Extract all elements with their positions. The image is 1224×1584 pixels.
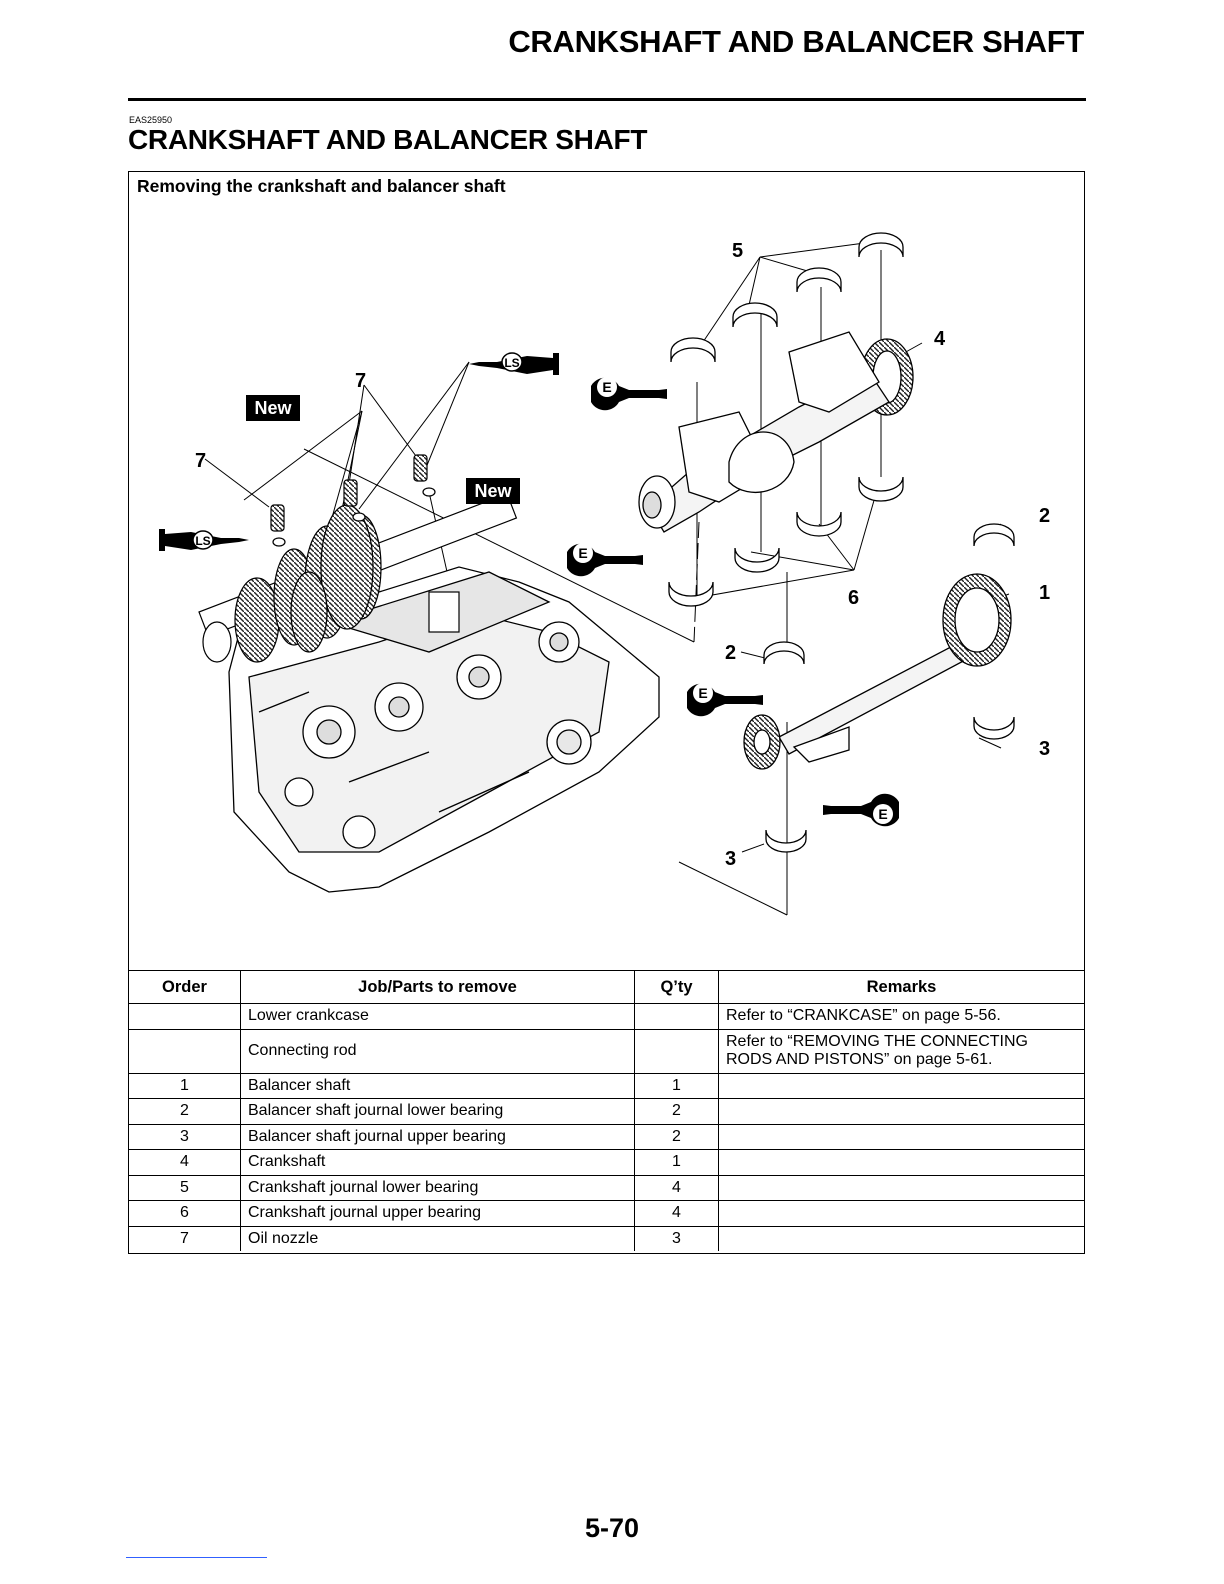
order-cell <box>129 1003 241 1030</box>
qty-cell: 3 <box>634 1225 719 1251</box>
remarks-cell: Refer to “REMOVING THE CONNECTING RODS A… <box>718 1028 1084 1074</box>
order-cell <box>129 1028 241 1074</box>
table-row: 7 Oil nozzle 3 <box>129 1225 1084 1251</box>
balancer-shaft-illustration <box>743 573 1012 770</box>
new-label: New <box>474 481 512 501</box>
qty-cell: 4 <box>634 1174 719 1201</box>
e-label: E <box>602 379 611 395</box>
qty-cell: 2 <box>634 1123 719 1150</box>
table-row: Connecting rod Refer to “REMOVING THE CO… <box>129 1028 1084 1074</box>
order-cell: 3 <box>129 1123 241 1150</box>
section-title: CRANKSHAFT AND BALANCER SHAFT <box>128 124 648 155</box>
remarks-cell <box>718 1225 1084 1251</box>
table-row: Lower crankcase Refer to “CRANKCASE” on … <box>129 1003 1084 1030</box>
order-cell: 5 <box>129 1174 241 1201</box>
table-row: 4 Crankshaft 1 <box>129 1149 1084 1176</box>
table-row: 2 Balancer shaft journal lower bearing 2 <box>129 1098 1084 1125</box>
order-cell: 4 <box>129 1149 241 1176</box>
callout-7: 7 <box>195 450 206 472</box>
qty-cell: 2 <box>634 1098 719 1125</box>
order-cell: 7 <box>129 1225 241 1251</box>
part-cell: Balancer shaft journal lower bearing <box>240 1098 635 1125</box>
callout-6: 6 <box>848 587 859 609</box>
part-cell: Crankshaft <box>240 1149 635 1176</box>
callout-7: 7 <box>355 370 366 392</box>
part-cell: Balancer shaft <box>240 1072 635 1099</box>
ls-label: LS <box>504 356 519 370</box>
qty-cell <box>634 1028 719 1074</box>
remarks-cell <box>718 1149 1084 1176</box>
table-row: 6 Crankshaft journal upper bearing 4 <box>129 1200 1084 1227</box>
callout-numbers: 1 2 2 3 3 4 5 6 7 7 <box>195 240 1050 870</box>
procedure-box: Removing the crankshaft and balancer sha… <box>128 171 1085 1254</box>
e-label: E <box>698 685 707 701</box>
callout-1: 1 <box>1039 582 1050 604</box>
section-code: EAS25950 <box>129 115 173 125</box>
order-cell: 1 <box>129 1072 241 1099</box>
procedure-heading: Removing the crankshaft and balancer sha… <box>137 176 506 196</box>
oil-nozzle-illustrations <box>270 454 436 547</box>
footer-link-rule <box>126 1557 267 1558</box>
column-header-remarks: Remarks <box>718 970 1084 1004</box>
part-cell: Lower crankcase <box>240 1003 635 1030</box>
engine-oil-symbol-4: E <box>823 793 899 827</box>
remarks-cell <box>718 1123 1084 1150</box>
engine-oil-symbol-2: E <box>567 543 643 577</box>
e-label: E <box>578 545 587 561</box>
column-header-job: Job/Parts to remove <box>240 970 635 1004</box>
new-badge-1: New <box>246 395 300 421</box>
part-cell: Crankshaft journal upper bearing <box>240 1200 635 1227</box>
qty-cell: 4 <box>634 1200 719 1227</box>
table-row: 3 Balancer shaft journal upper bearing 2 <box>129 1123 1084 1150</box>
e-label: E <box>878 806 887 822</box>
crankshaft-illustration <box>638 331 914 533</box>
part-cell: Connecting rod <box>240 1028 635 1074</box>
part-cell: Oil nozzle <box>240 1225 635 1251</box>
remarks-cell: Refer to “CRANKCASE” on page 5-56. <box>718 1003 1084 1030</box>
page-number: 5-70 <box>584 1513 640 1543</box>
remarks-cell <box>718 1072 1084 1099</box>
bearing-shells-illustration <box>668 232 1015 853</box>
table-header-row: Order Job/Parts to remove Q’ty Remarks <box>129 970 1084 1004</box>
callout-3: 3 <box>725 848 736 870</box>
qty-cell: 1 <box>634 1072 719 1099</box>
ls-grease-symbol-1: LS <box>159 529 249 551</box>
new-badge-2: New <box>466 478 520 504</box>
exploded-view-diagram: LS LS E E E <box>159 232 1050 916</box>
ls-grease-symbol-2: LS <box>469 352 559 375</box>
remarks-cell <box>718 1174 1084 1201</box>
part-cell: Crankshaft journal lower bearing <box>240 1174 635 1201</box>
column-header-qty: Q’ty <box>634 970 719 1004</box>
remarks-cell <box>718 1098 1084 1125</box>
header-rule <box>128 98 1086 101</box>
part-cell: Balancer shaft journal upper bearing <box>240 1123 635 1150</box>
engine-oil-symbol-1: E <box>591 377 667 411</box>
remarks-cell <box>718 1200 1084 1227</box>
table-row: 5 Crankshaft journal lower bearing 4 <box>129 1174 1084 1201</box>
callout-2: 2 <box>725 642 736 664</box>
engine-oil-symbol-3: E <box>687 683 763 717</box>
running-header-title: CRANKSHAFT AND BALANCER SHAFT <box>508 24 1084 59</box>
lubricant-symbols: LS LS E E E <box>159 352 899 827</box>
column-header-order: Order <box>129 970 241 1004</box>
callout-5: 5 <box>732 240 743 262</box>
callout-4: 4 <box>934 328 946 350</box>
table-row: 1 Balancer shaft 1 <box>129 1072 1084 1099</box>
order-cell: 2 <box>129 1098 241 1125</box>
callout-3: 3 <box>1039 738 1050 760</box>
ls-label: LS <box>195 534 210 548</box>
qty-cell <box>634 1003 719 1030</box>
new-label: New <box>254 398 292 418</box>
parts-table: Order Job/Parts to remove Q’ty Remarks L… <box>129 970 1084 1251</box>
callout-2: 2 <box>1039 505 1050 527</box>
transmission-gears-illustration <box>198 492 518 663</box>
order-cell: 6 <box>129 1200 241 1227</box>
qty-cell: 1 <box>634 1149 719 1176</box>
